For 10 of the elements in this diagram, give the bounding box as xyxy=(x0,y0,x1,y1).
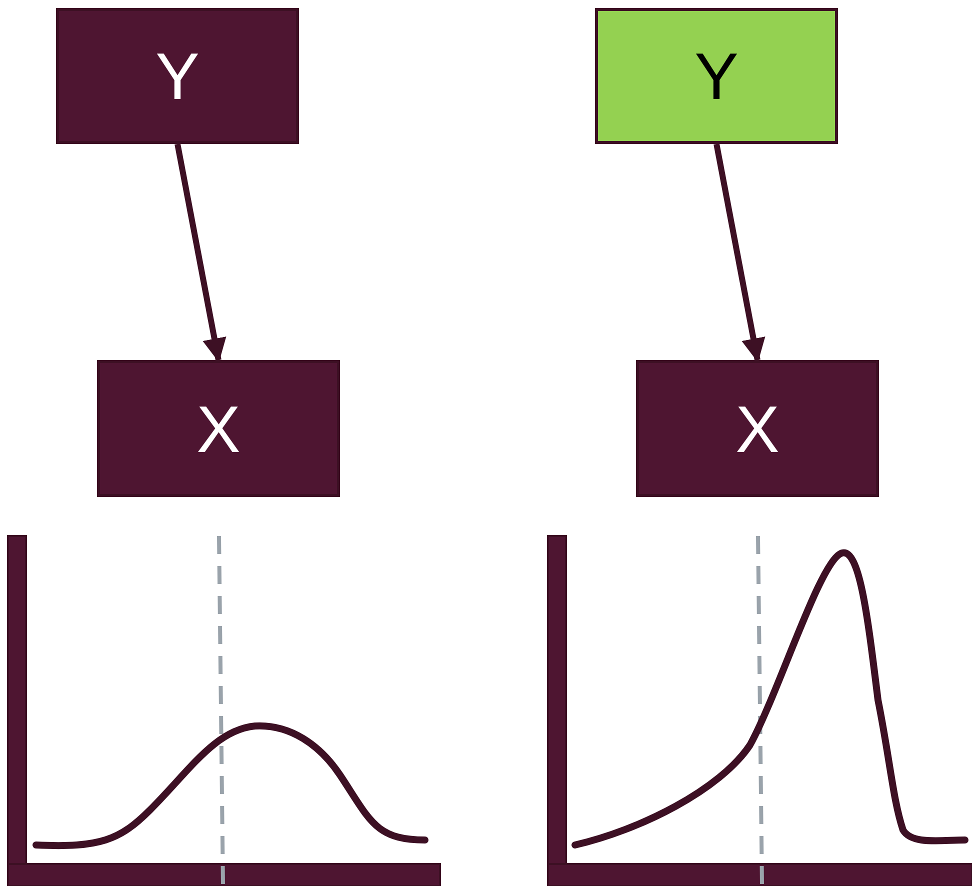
variable-box xyxy=(56,8,299,144)
variable-box xyxy=(595,8,838,144)
arrow xyxy=(714,143,766,362)
variable-box xyxy=(636,360,879,497)
variable-box xyxy=(97,360,340,497)
variable-label: Y xyxy=(694,43,739,109)
variable-label: X xyxy=(196,396,241,462)
arrow xyxy=(174,143,226,362)
variable-label: Y xyxy=(155,43,200,109)
variable-label: X xyxy=(735,396,780,462)
